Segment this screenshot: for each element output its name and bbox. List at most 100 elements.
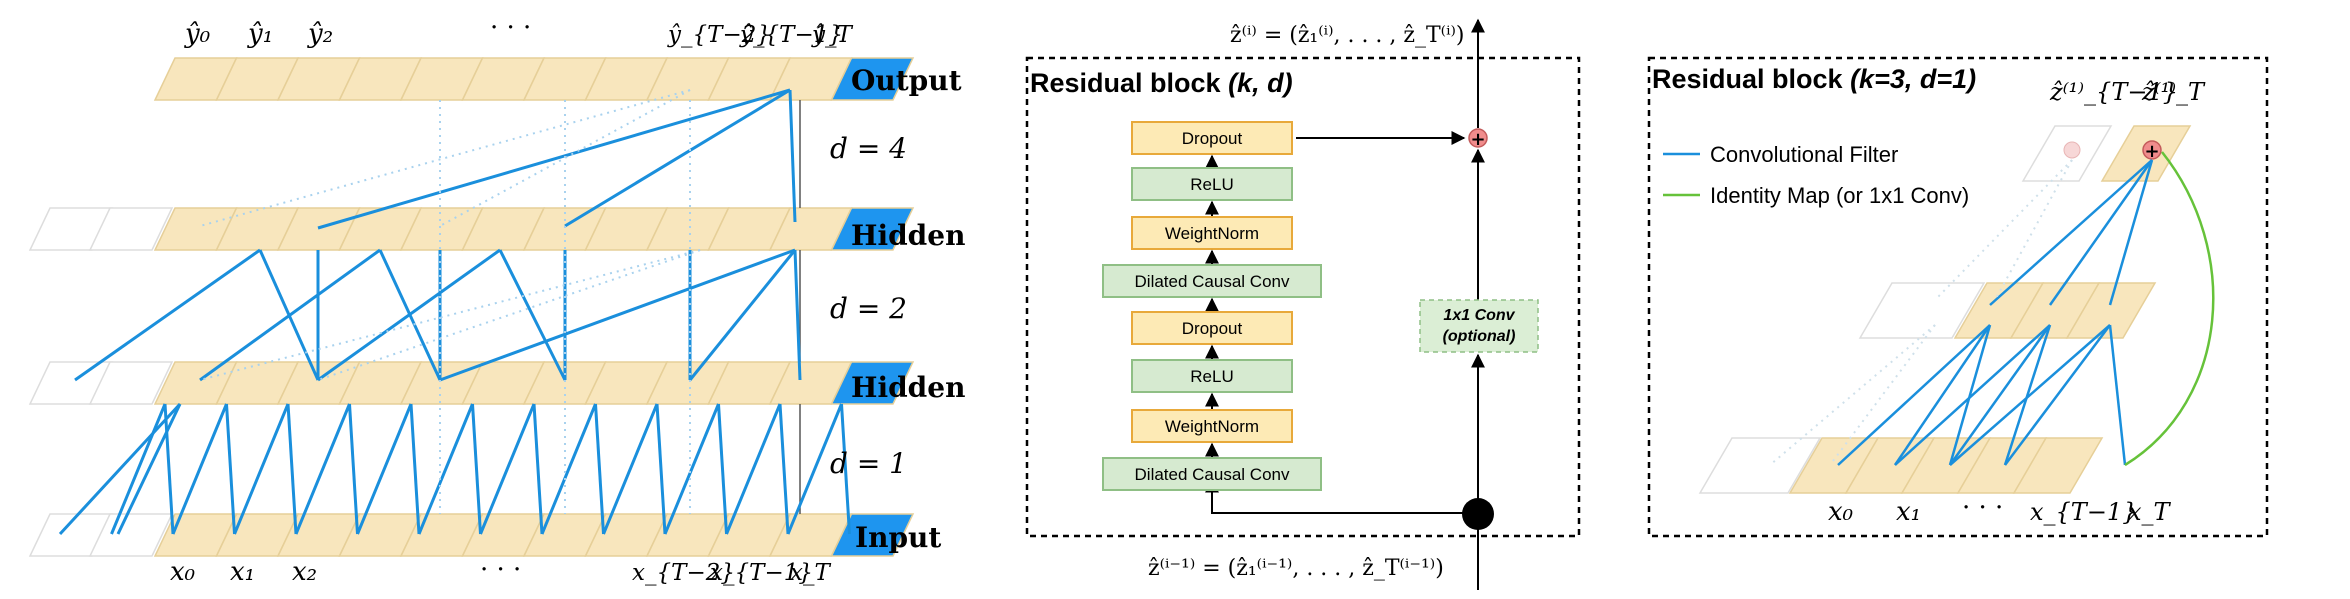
input-label: x_{T−1} [710, 560, 813, 586]
output-label: ŷ₂ [307, 19, 333, 49]
padding-cell [88, 513, 174, 557]
filter-line [171, 403, 228, 535]
layer-box [1131, 311, 1293, 345]
layer-box [1131, 359, 1293, 393]
example-cells: + [1698, 125, 2192, 494]
input-label: x₀ [170, 557, 196, 587]
filter-line [233, 403, 290, 535]
legend-label-identity: Identity Map (or 1x1 Conv) [1710, 183, 1969, 208]
filter-line [725, 403, 782, 535]
filter-line [317, 88, 791, 230]
filter-line [163, 403, 175, 535]
layer-name-output: Output [851, 64, 962, 97]
filter-line [417, 403, 474, 535]
filter-line [294, 403, 351, 535]
filter-line [409, 403, 421, 535]
filter-line [1837, 324, 1991, 466]
filter-line [532, 403, 544, 535]
layer-box [1131, 167, 1293, 201]
filter-line [1949, 324, 2111, 466]
layer-box-label: ReLU [1190, 175, 1233, 194]
layer-box [1131, 216, 1293, 250]
output-label: ŷ_{T−2} [667, 22, 771, 48]
layer-box-label: Dilated Causal Conv [1135, 465, 1290, 484]
filter-line [199, 248, 381, 382]
input-labels: x₀ x₁ x₂ · · · x_{T−2} x_{T−1} x_T [170, 555, 831, 587]
guide-line [1934, 159, 2073, 301]
filter-line [286, 403, 298, 535]
output-label: ŷ₀ [184, 19, 211, 49]
input-label: x_{T−2} [632, 560, 735, 586]
filter-line [439, 248, 796, 382]
example-title: Residual block (k=3, d=1) [1652, 64, 1976, 94]
filter-line [688, 249, 797, 381]
filter-line [2004, 324, 2111, 466]
layer-box [1131, 121, 1293, 155]
legend-label-filter: Convolutional Filter [1710, 142, 1898, 167]
layer-name-hidden: Hidden [851, 219, 965, 252]
filter-line [479, 403, 536, 535]
layer-box [1131, 409, 1293, 443]
padding-cell [1698, 437, 1822, 494]
faint-sum-node [2063, 141, 2081, 159]
layer-cell [830, 57, 915, 101]
filter-line [793, 249, 802, 381]
input-cell [2012, 437, 2104, 494]
filter-line [2108, 324, 2127, 466]
sum-symbol: + [1470, 129, 1485, 150]
filter-line [1989, 159, 2153, 306]
layer-box-label: WeightNorm [1165, 417, 1259, 436]
filter-line [348, 403, 359, 535]
dilation-labels: d = 4 d = 2 d = 1 [830, 132, 907, 480]
filter-line [317, 249, 701, 381]
filter-line [356, 403, 413, 535]
filter-line [594, 403, 605, 535]
layer-name-input: Input [855, 521, 941, 554]
filter-line [58, 402, 182, 536]
example-input-labels: x₀ x₁ · · · x_{T−1} x_T [1828, 493, 2172, 527]
filter-connections [58, 88, 851, 536]
conv1x1-box [1419, 299, 1539, 353]
output-label: ŷ_{T−1} [739, 22, 843, 48]
dilation-label: d = 1 [830, 447, 907, 480]
filter-line [1894, 324, 2051, 466]
hidden-cell [2065, 282, 2157, 339]
filter-line [199, 89, 691, 227]
residual-block-diagram: Residual block (k, d) ẑ⁽ⁱ⁾ = (ẑ₁⁽ⁱ⁾, . .… [1025, 18, 1581, 590]
input-label: x₁ [1896, 497, 1921, 527]
layer-names: Output Hidden Hidden Input [851, 64, 965, 554]
filter-line [2003, 324, 2052, 466]
input-label: x₂ [292, 557, 317, 587]
layer-box-label: Dropout [1182, 129, 1243, 148]
layer-box [1102, 457, 1322, 491]
filter-line [74, 248, 261, 382]
filter-line [2108, 159, 2154, 306]
sum-node [1468, 128, 1488, 148]
filter-line [564, 88, 791, 228]
output-label: ŷ_T [811, 22, 853, 48]
top-label: ẑ⁽¹⁾_{T−1} [2049, 78, 2178, 106]
layer-box [1102, 264, 1322, 298]
output-labels: ŷ₀ ŷ₁ ŷ₂ · · · ŷ_{T−2} ŷ_{T−1} ŷ_T [184, 13, 853, 49]
filter-line [498, 249, 567, 381]
filter-line [2048, 159, 2154, 306]
filter-line [540, 403, 597, 535]
input-label: x_T [790, 560, 831, 586]
input-label: x_T [2128, 498, 2172, 526]
filter-line [1948, 324, 1992, 466]
padding-cell [88, 361, 174, 405]
filter-line [225, 403, 236, 535]
sum-node [2142, 140, 2162, 160]
output-label: · · · [490, 13, 531, 43]
identity-map-curve [2124, 151, 2215, 467]
example-connections [1769, 151, 2215, 467]
layer-cells [28, 57, 915, 557]
legend: Convolutional Filter Identity Map (or 1x… [1663, 142, 1969, 208]
layer-cell [830, 513, 915, 557]
residual-block-frame [1025, 56, 1581, 538]
filter-line [602, 403, 659, 535]
filter-line [110, 403, 167, 535]
padding-cell [88, 207, 174, 251]
input-label: x_{T−1} [2030, 498, 2137, 526]
